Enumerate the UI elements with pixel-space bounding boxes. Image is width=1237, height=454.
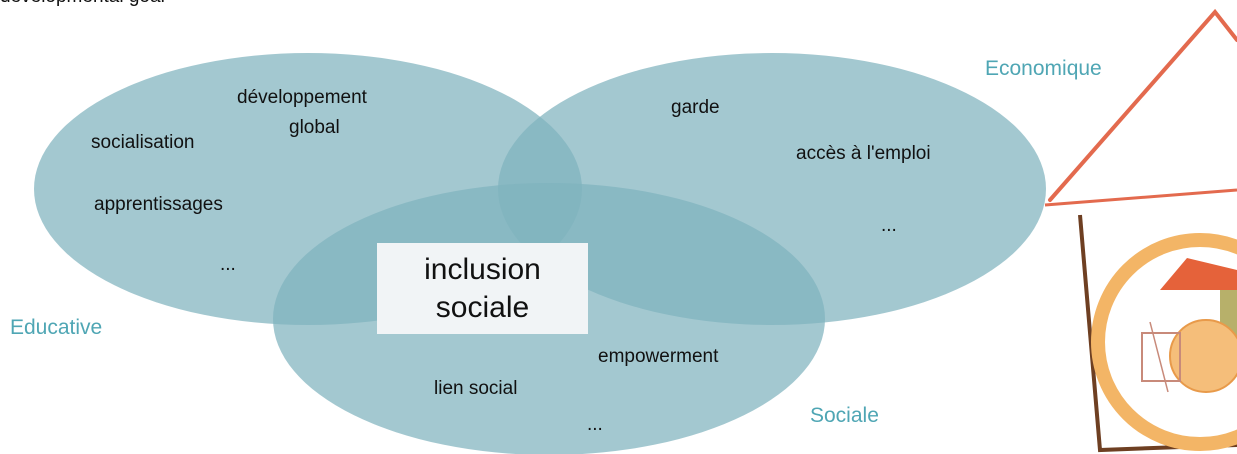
center-label-box: inclusion sociale (377, 243, 588, 334)
educative-item-ellipsis: ... (220, 254, 236, 275)
economique-item-ellipsis: ... (881, 215, 897, 236)
house-illustration (1020, 0, 1237, 454)
economique-item-acces-emploi: accès à l'emploi (796, 143, 931, 164)
educative-item-global: global (289, 117, 340, 138)
category-sociale: Sociale (810, 404, 879, 427)
educative-item-developpement: développement (237, 87, 367, 108)
educative-item-apprentissages: apprentissages (94, 194, 223, 215)
educative-item-socialisation: socialisation (91, 132, 195, 153)
category-economique: Economique (985, 57, 1102, 80)
center-label-line1: inclusion (424, 252, 541, 286)
sociale-item-ellipsis: ... (587, 414, 603, 435)
economique-item-garde: garde (671, 97, 720, 118)
category-educative: Educative (10, 316, 103, 339)
sociale-item-empowerment: empowerment (598, 346, 719, 367)
sociale-item-lien-social: lien social (434, 378, 518, 399)
center-label-line2: sociale (435, 290, 530, 324)
truncated-top-text: developmental goal (0, 0, 165, 8)
